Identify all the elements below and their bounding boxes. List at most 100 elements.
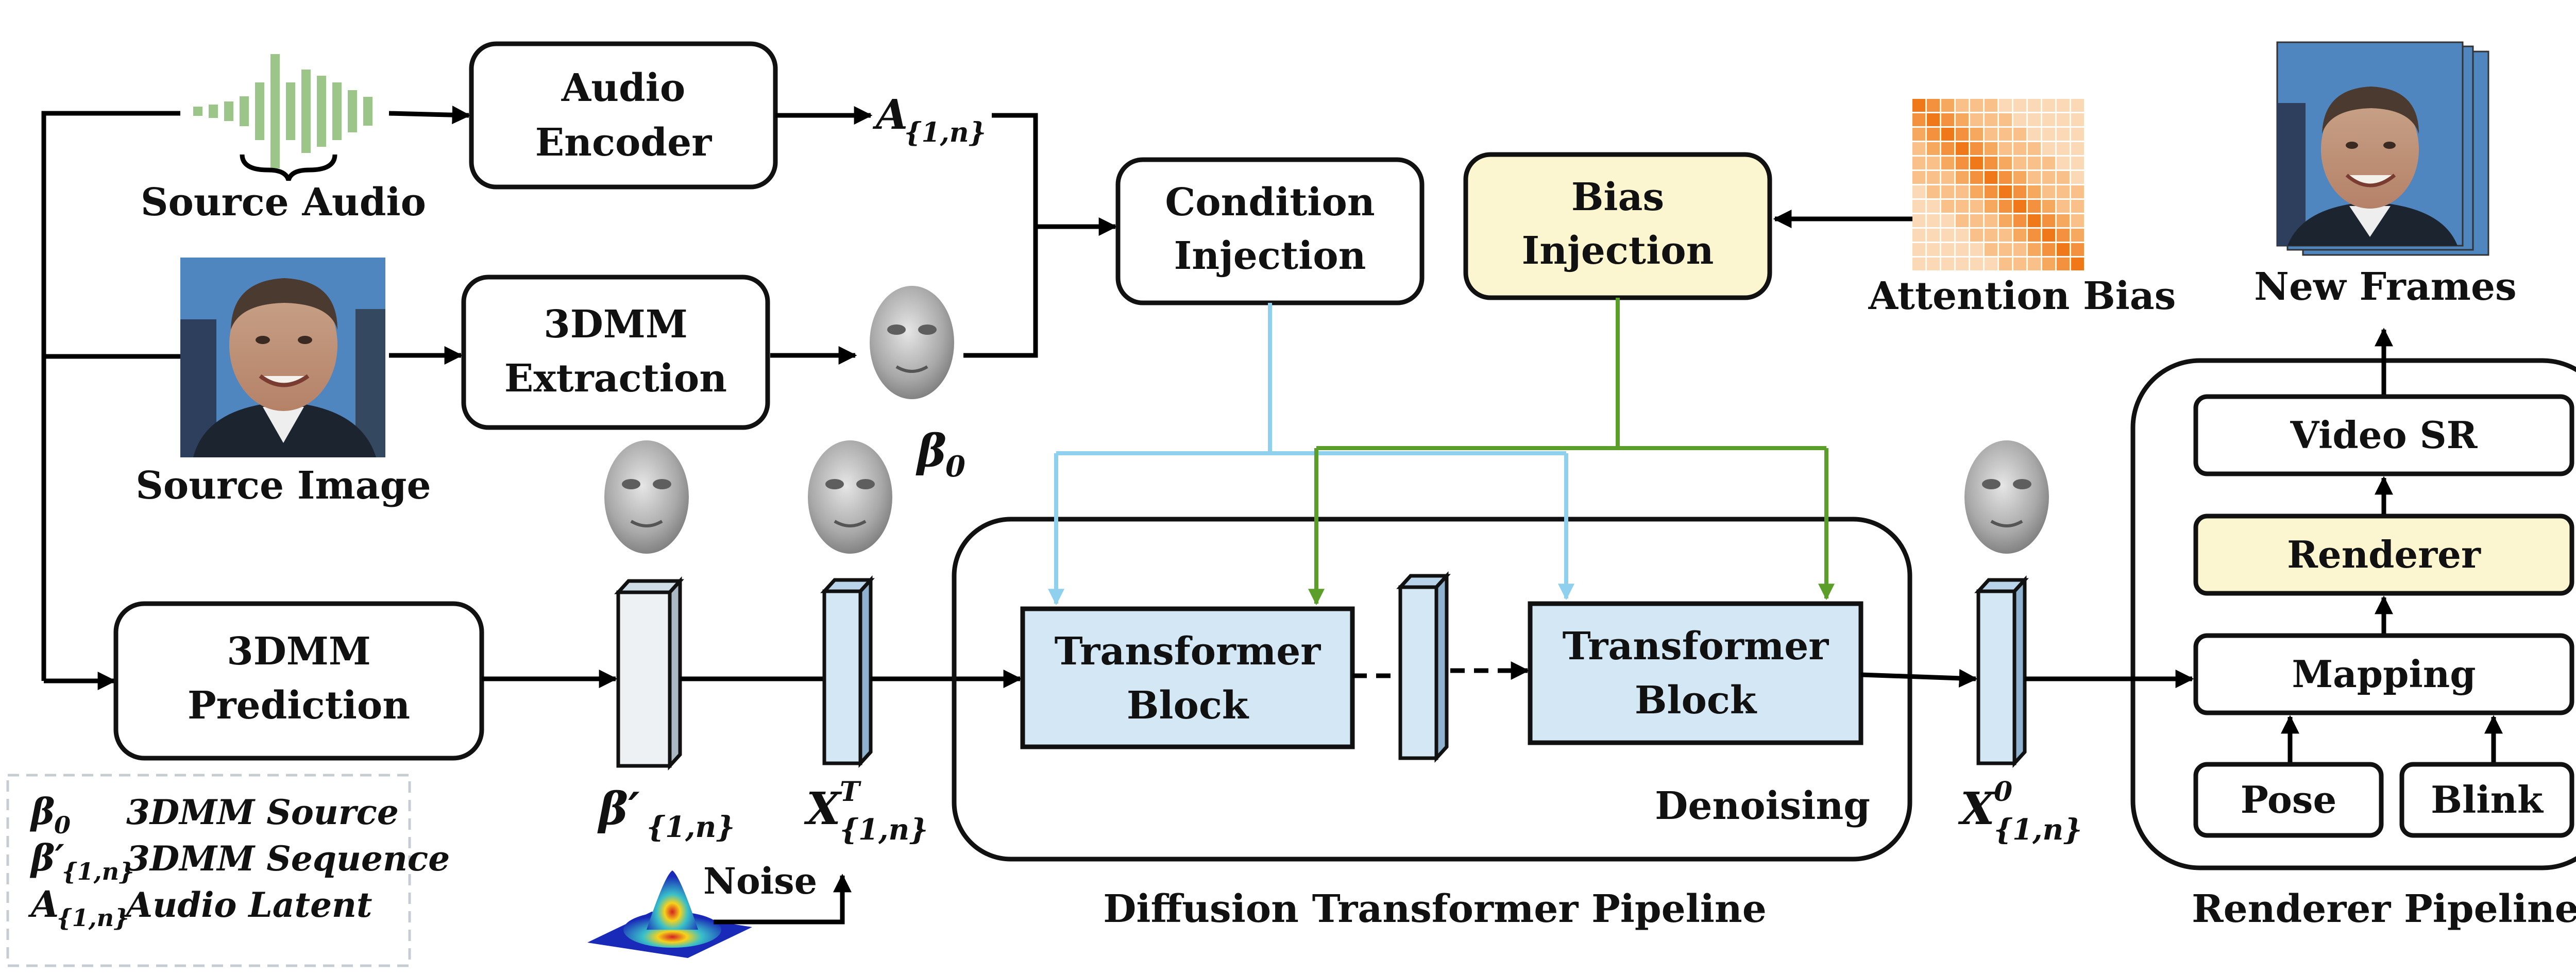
bias-cell bbox=[1912, 258, 1925, 270]
bias-cell bbox=[2013, 171, 2026, 184]
svg-text:X: X bbox=[1958, 783, 1996, 835]
svg-text:T: T bbox=[840, 776, 861, 808]
bias-cell bbox=[1927, 142, 1940, 155]
bias-cell bbox=[1956, 185, 1969, 198]
bias-cell bbox=[2057, 185, 2070, 198]
bias-cell bbox=[1985, 142, 1997, 155]
audio-latent-symbol: A {1,n} bbox=[872, 90, 986, 148]
bias-cell bbox=[1927, 157, 1940, 169]
bias-cell bbox=[1999, 214, 2012, 227]
svg-text:A: A bbox=[28, 883, 59, 926]
bias-cell bbox=[1956, 243, 1969, 256]
audio-brace bbox=[240, 154, 337, 181]
bias-cell bbox=[1941, 229, 1954, 242]
svg-text:{1,n}: {1,n} bbox=[1994, 813, 2082, 847]
bias-cell bbox=[1941, 113, 1954, 126]
svg-text:Audio: Audio bbox=[561, 66, 685, 110]
bias-cell bbox=[2071, 200, 2084, 213]
renderer-box: Renderer bbox=[2193, 514, 2574, 596]
bias-cell bbox=[1970, 200, 1983, 213]
bias-cell bbox=[2057, 128, 2070, 141]
bias-cell bbox=[1912, 113, 1925, 126]
bias-cell bbox=[1985, 229, 1997, 242]
new-frames-stack bbox=[2276, 41, 2489, 256]
bias-cell bbox=[2028, 128, 2041, 141]
svg-text:Extraction: Extraction bbox=[504, 356, 727, 401]
bias-cell bbox=[2071, 171, 2084, 184]
bias-cell bbox=[1912, 243, 1925, 256]
bias-cell bbox=[2028, 157, 2041, 169]
condition-injection-lines bbox=[1056, 303, 1566, 455]
bias-cell bbox=[2013, 113, 2026, 126]
bias-cell bbox=[1927, 229, 1940, 242]
transformer-block-1: Transformer Block bbox=[1020, 606, 1355, 749]
bias-cell bbox=[1985, 113, 1997, 126]
bias-cell bbox=[1999, 128, 2012, 141]
bias-cell bbox=[1999, 243, 2012, 256]
face-to-condition-line bbox=[963, 217, 1117, 358]
legend-item-beta0: β 0 3DMM Source bbox=[29, 790, 399, 839]
bias-cell bbox=[1927, 243, 1940, 256]
bias-cell bbox=[1912, 200, 1925, 213]
bias-cell bbox=[2057, 200, 2070, 213]
bias-cell bbox=[1970, 214, 1983, 227]
bias-cell bbox=[1941, 214, 1954, 227]
bias-cell bbox=[1970, 113, 1983, 126]
bias-cell bbox=[2013, 142, 2026, 155]
bias-cell bbox=[2028, 243, 2041, 256]
face-mesh-xT bbox=[808, 440, 892, 554]
bias-injection-box: Bias Injection bbox=[1463, 152, 1772, 300]
bias-cell bbox=[2028, 200, 2041, 213]
bias-cell bbox=[1927, 113, 1940, 126]
bias-cell bbox=[2057, 171, 2070, 184]
bias-cell bbox=[2071, 157, 2084, 169]
source-image-label: Source Image bbox=[135, 464, 431, 508]
svg-text:β′: β′ bbox=[597, 783, 640, 835]
bias-cell bbox=[1927, 128, 1940, 141]
audio-encoder-box: Audio Encoder bbox=[469, 41, 778, 190]
svg-text:Injection: Injection bbox=[1522, 229, 1714, 273]
bias-cell bbox=[2028, 258, 2041, 270]
bias-cell bbox=[1956, 171, 1969, 184]
attention-bias-label: Attention Bias bbox=[1868, 274, 2176, 318]
bias-cell bbox=[1956, 258, 1969, 270]
bias-cell bbox=[1912, 128, 1925, 141]
svg-text:A: A bbox=[872, 90, 908, 139]
bias-cell bbox=[2028, 214, 2041, 227]
bias-cell bbox=[1941, 142, 1954, 155]
svg-text:0: 0 bbox=[54, 811, 71, 839]
svg-text:Block: Block bbox=[1127, 683, 1249, 728]
svg-text:β′: β′ bbox=[29, 836, 64, 879]
svg-text:{1,n}: {1,n} bbox=[647, 810, 735, 844]
bias-cell bbox=[2057, 99, 2070, 112]
bias-cell bbox=[1927, 258, 1940, 270]
bias-cell bbox=[1941, 157, 1954, 169]
bias-cell bbox=[1912, 142, 1925, 155]
bias-cell bbox=[2013, 229, 2026, 242]
svg-text:Condition: Condition bbox=[1165, 180, 1375, 225]
svg-text:{1,n}: {1,n} bbox=[840, 813, 928, 847]
svg-text:Audio Latent: Audio Latent bbox=[123, 885, 372, 925]
legend-item-beta-prime: β′ {1,n} 3DMM Sequence bbox=[29, 836, 450, 885]
bias-cell bbox=[1999, 171, 2012, 184]
bias-cell bbox=[1941, 99, 1954, 112]
bias-cell bbox=[2042, 157, 2055, 169]
bias-cell bbox=[2013, 157, 2026, 169]
bias-cell bbox=[1941, 200, 1954, 213]
svg-text:3DMM: 3DMM bbox=[544, 302, 688, 347]
bias-cell bbox=[2057, 243, 2070, 256]
bias-cell bbox=[2057, 258, 2070, 270]
bias-cell bbox=[1985, 99, 1997, 112]
intermediate-token bbox=[1396, 571, 1451, 763]
svg-text:Block: Block bbox=[1635, 678, 1757, 723]
bias-cell bbox=[2042, 171, 2055, 184]
bias-cell bbox=[2028, 142, 2041, 155]
bias-cell bbox=[1927, 214, 1940, 227]
x0-symbol: X 0 {1,n} bbox=[1958, 776, 2082, 847]
bias-cell bbox=[1985, 200, 1997, 213]
bias-cell bbox=[1985, 157, 1997, 169]
svg-text:Encoder: Encoder bbox=[535, 121, 712, 165]
svg-text:Transformer: Transformer bbox=[1055, 629, 1321, 674]
svg-text:0: 0 bbox=[1994, 776, 2012, 808]
